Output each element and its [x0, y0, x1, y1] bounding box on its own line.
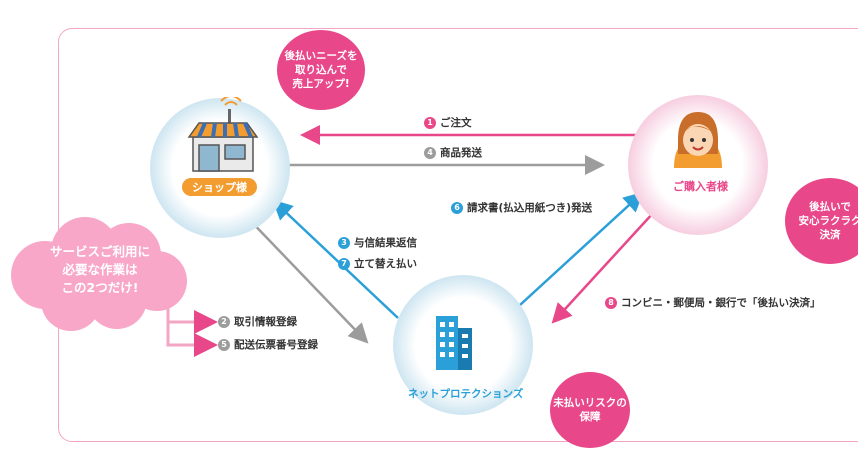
shop-label: ショップ様	[182, 178, 257, 196]
step-number: 5	[218, 339, 230, 351]
step-6-invoice: 6 請求書(払込用紙つき)発送	[451, 200, 592, 215]
cloud-text: サービスご利用に 必要な作業は この2つだけ!	[49, 244, 150, 295]
arrow-register	[242, 212, 369, 344]
step-1-order: 1 ご注文	[424, 115, 472, 130]
step-label: 請求書(払込用紙つき)発送	[467, 202, 593, 214]
arrow-credit	[272, 199, 399, 319]
step-number: 7	[338, 258, 350, 270]
step-7-advance: 7 立て替え払い	[338, 256, 417, 271]
step-2-register: 2 取引情報登録	[218, 314, 297, 329]
step-label: 取引情報登録	[234, 316, 297, 328]
arrow-invoice	[519, 191, 644, 306]
step-label: コンビニ・郵便局・銀行で「後払い決済」	[621, 297, 821, 309]
arrow-payment	[551, 199, 666, 324]
shop-bubble: 後払いニーズを 取り込んで 売上アップ!	[277, 30, 365, 110]
buyer-label: ご購入者様	[673, 180, 728, 193]
step-number: 4	[424, 147, 436, 159]
step-3-credit: 3 与信結果返信	[338, 235, 417, 250]
step-number: 6	[451, 202, 463, 214]
np-bubble: 未払いリスクの 保障	[550, 372, 630, 448]
buyer-bubble: 後払いで 安心ラクラク 決済	[785, 178, 858, 264]
step-label: 商品発送	[440, 147, 482, 159]
step-label: 配送伝票番号登録	[234, 339, 318, 351]
cloud-shape	[11, 217, 187, 331]
wifi-icon	[224, 101, 238, 106]
arrow-step5	[166, 322, 218, 357]
building-icon	[436, 316, 472, 370]
step-label: ご注文	[440, 117, 472, 129]
step-8-payment: 8 コンビニ・郵便局・銀行で「後払い決済」	[605, 295, 821, 310]
step-number: 2	[218, 316, 230, 328]
step-5-tracking: 5 配送伝票番号登録	[218, 337, 318, 352]
np-label: ネットプロテクションズ	[408, 388, 524, 400]
step-label: 与信結果返信	[354, 237, 417, 249]
step-number: 3	[338, 237, 350, 249]
step-label: 立て替え払い	[354, 258, 417, 270]
step-number: 8	[605, 297, 617, 309]
shop-icon	[187, 97, 259, 172]
step-4-ship: 4 商品発送	[424, 145, 482, 160]
step-number: 1	[424, 117, 436, 129]
buyer-face-icon	[674, 112, 722, 168]
